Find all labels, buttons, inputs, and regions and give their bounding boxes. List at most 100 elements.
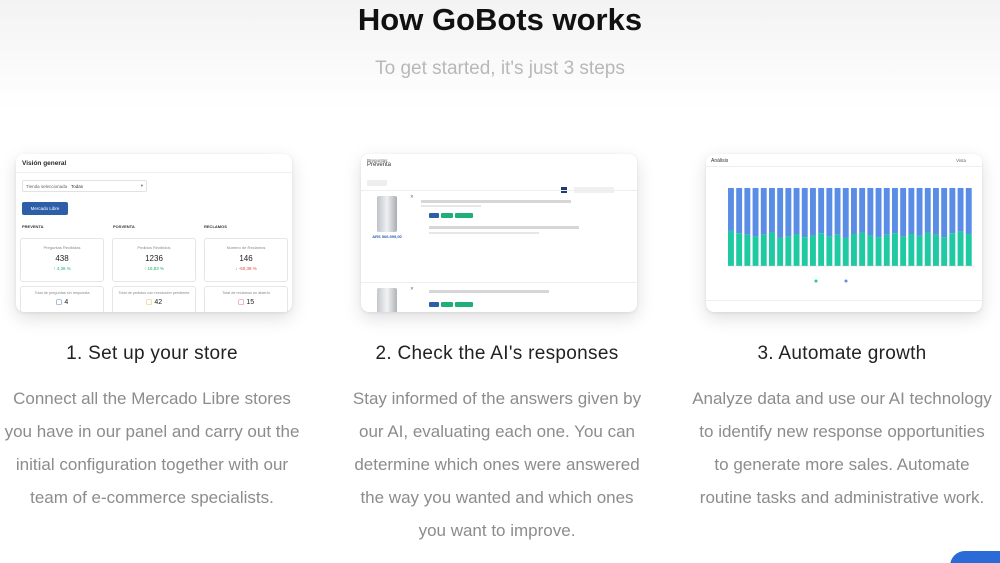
step1-title: 1. Set up your store <box>66 343 238 364</box>
chip-blue <box>429 302 439 307</box>
step3-title: 3. Automate growth <box>757 343 927 364</box>
legend-swatch <box>844 279 848 283</box>
bar-top-segment <box>736 188 743 234</box>
bar-top-segment <box>941 188 948 238</box>
toolbar-filters[interactable] <box>367 180 387 186</box>
product-image <box>365 286 409 312</box>
bar-bottom-segment <box>826 236 833 266</box>
bar-bottom-segment <box>736 233 743 266</box>
chip-green <box>441 213 453 218</box>
stat-label: Número de Reclamos <box>226 245 266 250</box>
question-row[interactable] <box>413 200 631 207</box>
store-filter-select[interactable]: Tienda seleccionada Todas ▾ <box>22 180 147 192</box>
stat-preguntas: Preguntas Recibidas 438 ↑ 4,36 % <box>20 238 104 282</box>
chip-blue <box>429 213 439 218</box>
bar-bottom-segment <box>867 235 874 266</box>
col-reclamos: RECLAMOS <box>204 224 227 229</box>
bar-bottom-segment <box>801 237 808 266</box>
analytics-heading: Análisis <box>711 158 729 164</box>
substat-label: Total de preguntas sin respuesta <box>34 291 90 295</box>
bar-top-segment <box>801 188 808 238</box>
bar-top-segment <box>818 188 825 234</box>
substat-label: Total de pedidos con resolución pendient… <box>118 291 190 295</box>
overview-heading: Visión general <box>22 160 67 167</box>
stat-value: 1236 <box>145 254 163 263</box>
bar-bottom-segment <box>777 237 784 266</box>
bar-top-segment <box>933 188 939 235</box>
bar-bottom-segment <box>933 234 939 266</box>
substat-pending: Total de pedidos con resolución pendient… <box>112 286 196 312</box>
answer-text <box>429 226 579 229</box>
bar-bottom-segment <box>957 231 964 266</box>
bar-top-segment <box>842 188 849 238</box>
trend-up-icon: ↑ <box>53 266 57 271</box>
bar-top-segment <box>957 188 964 232</box>
bar-top-segment <box>834 188 841 235</box>
bar-bottom-segment <box>818 233 825 266</box>
bar-top-segment <box>892 188 898 234</box>
step2-title: 2. Check the AI's responses <box>375 343 619 364</box>
close-icon[interactable]: ✕ <box>410 194 414 199</box>
col-preventa: PREVENTA <box>22 224 44 229</box>
bar-bottom-segment <box>744 234 751 266</box>
bar-bottom-segment <box>883 234 890 266</box>
stat-delta: 16,83 % <box>147 266 165 271</box>
mercado-libre-label: Mercado Libre <box>30 206 60 211</box>
substat-value: 42 <box>154 299 163 306</box>
stat-label: Preguntas Recibidas <box>43 245 81 250</box>
question-text <box>429 290 549 293</box>
bar-top-segment <box>859 188 866 233</box>
bar-top-segment <box>752 188 759 237</box>
bar-top-segment <box>769 188 775 233</box>
bar-top-segment <box>760 188 767 235</box>
bar-bottom-segment <box>916 235 923 266</box>
bar-bottom-segment <box>810 235 816 266</box>
substat-value: 4 <box>64 299 69 306</box>
divider <box>706 166 982 167</box>
bar-top-segment <box>924 188 931 233</box>
bar-bottom-segment <box>875 237 882 266</box>
trend-down-icon: ↓ <box>235 266 239 271</box>
bar-top-segment <box>916 188 923 236</box>
product-price: ARS 566.599,00 <box>372 234 402 239</box>
section-subtitle: To get started, it's just 3 steps <box>375 58 625 79</box>
bar-top-segment <box>867 188 874 236</box>
trend-up-icon: ↑ <box>143 266 148 271</box>
chip-green <box>455 213 473 218</box>
bar-top-segment <box>777 188 784 238</box>
bar-bottom-segment <box>752 236 759 266</box>
mercado-libre-button[interactable]: Mercado Libre <box>22 202 68 215</box>
chip-green <box>455 302 473 307</box>
product-image: ARS 566.599,00 <box>365 194 409 244</box>
bar-bottom-segment <box>785 236 792 266</box>
preventa-heading: Preventa <box>367 162 392 168</box>
chat-icon: ▢ <box>55 299 65 306</box>
bar-bottom-segment <box>834 234 841 266</box>
view-label[interactable]: Vista <box>956 158 966 163</box>
bar-bottom-segment <box>900 236 907 266</box>
bar-top-segment <box>728 188 734 231</box>
bar-bottom-segment <box>851 234 857 266</box>
bar-bottom-segment <box>941 237 948 266</box>
substat-unanswered: Total de preguntas sin respuesta ▢ 4 <box>20 286 104 312</box>
bar-top-segment <box>875 188 882 238</box>
header-background <box>0 0 1000 110</box>
chat-widget-button[interactable] <box>950 551 1000 563</box>
bar-top-segment <box>785 188 792 237</box>
bar-top-segment <box>810 188 816 236</box>
bar-bottom-segment <box>728 230 734 266</box>
bar-top-segment <box>949 188 956 234</box>
filter-label: Tienda seleccionada <box>26 184 68 189</box>
close-icon[interactable]: ✕ <box>410 286 414 291</box>
bar-top-segment <box>793 188 800 235</box>
stat-label: Pedidos Recibidos <box>137 245 171 250</box>
bar-top-segment <box>908 188 915 235</box>
box-icon: ▢ <box>145 299 155 306</box>
legend-swatch <box>814 279 818 283</box>
col-posventa: POSVENTA <box>113 224 135 229</box>
pagination[interactable] <box>561 180 631 193</box>
stat-value: 438 <box>55 254 69 263</box>
bar-top-segment <box>851 188 857 235</box>
step1-screenshot-card: Visión general Tienda seleccionada Todas… <box>16 154 292 312</box>
divider <box>706 300 982 301</box>
